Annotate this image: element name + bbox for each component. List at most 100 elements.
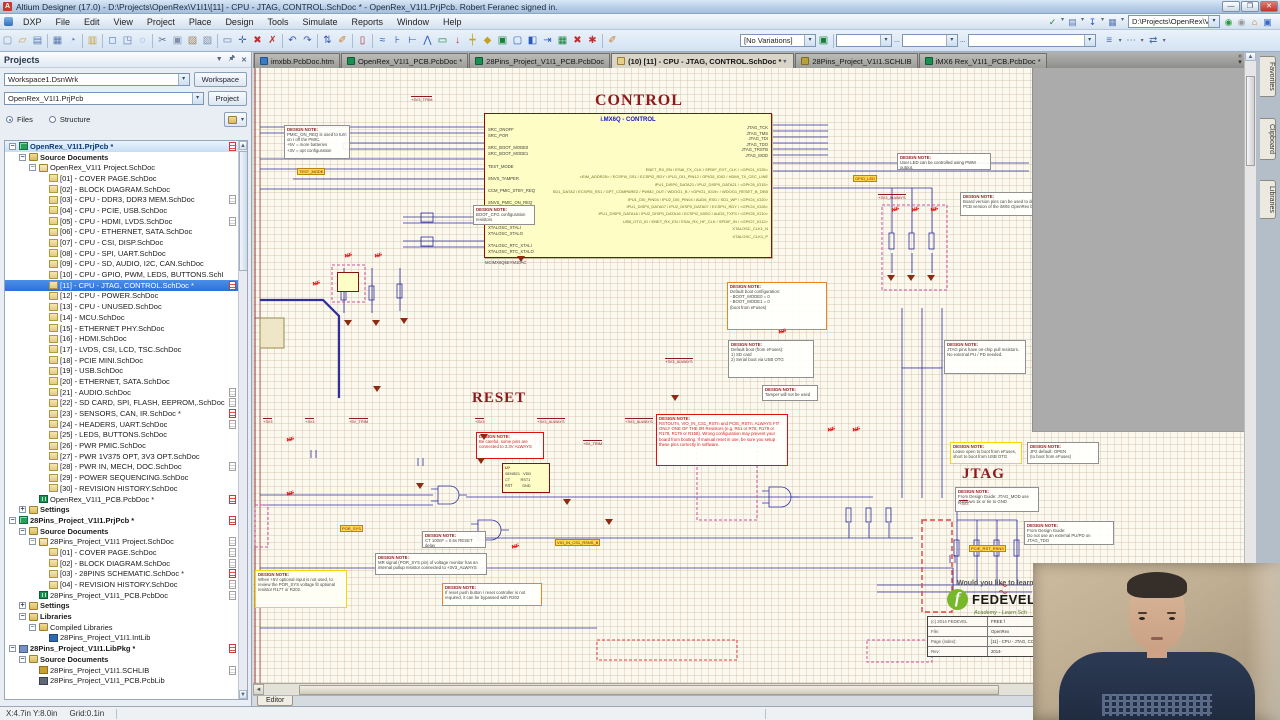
expand-icon[interactable]: + (19, 602, 26, 610)
dropdown-caret-icon[interactable]: ▾ (1120, 16, 1124, 23)
project-combo[interactable]: OpenRex_V1I1.PrjPcb▾ (4, 92, 204, 105)
imx6-control-component[interactable]: i.MX6Q - CONTROL SRC_ONOFF SRC_POR SRC_B… (484, 113, 772, 265)
tree-item[interactable]: [06] - CPU - ETHERNET, SATA.SchDoc (5, 227, 247, 238)
back-icon[interactable]: ◉ (1224, 16, 1233, 27)
tree-item[interactable]: [30] - REVISION HISTORY.SchDoc (5, 483, 247, 494)
workspace-combo[interactable]: Workspace1.DsnWrk▾ (4, 73, 190, 86)
file-operations-button[interactable]: ▾ (223, 112, 247, 127)
h-scroll-thumb[interactable] (299, 685, 999, 695)
offsheet-icon[interactable]: ⇥ (543, 35, 552, 46)
tree-item[interactable]: −Compiled Libraries (5, 622, 247, 633)
save-icon[interactable]: ▤ (32, 35, 43, 46)
tree-item[interactable]: [26] - PWR PMIC.SchDoc (5, 440, 247, 451)
document-tab[interactable]: (10) [11] - CPU - JTAG, CONTROL.SchDoc *… (611, 53, 795, 68)
small-component[interactable] (337, 272, 359, 292)
tree-item[interactable]: 28Pins_Project_V1I1.IntLib (5, 633, 247, 644)
tree-item[interactable]: [24] - HEADERS, UART.SchDoc (5, 419, 247, 430)
tree-item[interactable]: [23] - SENSORS, CAN, IR.SchDoc * (5, 408, 247, 419)
tree-item[interactable]: [02] - BLOCK DIAGRAM.SchDoc (5, 184, 247, 195)
dropdown-caret-icon[interactable]: ▾ (1060, 16, 1064, 23)
v-scroll-thumb[interactable] (1246, 76, 1255, 166)
dropdown-caret-icon[interactable]: ▾ (1162, 38, 1166, 44)
menu-item-edit[interactable]: Edit (84, 16, 100, 27)
grid-icon[interactable]: ▦ (1108, 16, 1117, 27)
tab-dropdown-icon[interactable]: ▾ (783, 58, 787, 65)
document-path-combo[interactable]: D:\Projects\OpenRex\V1I1\[11] - Cl▾ (1128, 15, 1220, 28)
side-tab-favorites[interactable]: Favorites (1260, 56, 1276, 97)
tree-item[interactable]: 28Pins_Project_V1I1_PCB.PcbDoc (5, 590, 247, 601)
tree-item[interactable]: [27] - PWR 1V375 OPT, 3V3 OPT.SchDoc (5, 451, 247, 462)
move-icon[interactable]: ✛ (238, 35, 247, 46)
zoom-window-icon[interactable]: ◻ (108, 35, 117, 46)
project-button[interactable]: Project (207, 91, 247, 106)
tree-item[interactable]: [25] - LEDS, BUTTONS.SchDoc (5, 430, 247, 441)
select-icon[interactable]: ▭ (222, 35, 233, 46)
tree-item[interactable]: [03] - 28PINS SCHEMATIC.SchDoc * (5, 569, 247, 580)
menu-item-project[interactable]: Project (146, 16, 175, 27)
panel-close-icon[interactable]: ✕ (241, 56, 247, 64)
part-icon[interactable]: ▭ (437, 35, 448, 46)
collapse-icon[interactable]: − (9, 516, 16, 524)
bus-entry-icon[interactable]: ⊢ (408, 35, 417, 46)
tree-item[interactable]: [04] - CPU - PCIE, USB.SchDoc (5, 205, 247, 216)
copy-icon[interactable]: ▣ (172, 35, 183, 46)
tree-item[interactable]: [29] - POWER SEQUENCING.SchDoc (5, 472, 247, 483)
sheet-entry-icon[interactable]: ▢ (512, 35, 523, 46)
sheet-symbol-icon[interactable]: ▣ (497, 35, 508, 46)
cut-icon[interactable]: ✂ (158, 35, 167, 46)
tree-item[interactable]: [10] - CPU - GPIO, PWM, LEDS, BUTTONS.Sc… (5, 269, 247, 280)
tree-item[interactable]: [07] - CPU - CSI, DISP.SchDoc (5, 237, 247, 248)
tree-item[interactable]: −Source Documents (5, 526, 247, 537)
scroll-down-icon[interactable]: ▼ (239, 690, 247, 699)
collapse-icon[interactable]: − (19, 527, 26, 535)
align-icon[interactable]: ≡ (1106, 35, 1113, 46)
tree-item[interactable]: −Source Documents (5, 152, 247, 163)
down-arrow-icon[interactable]: ↧ (1088, 16, 1097, 27)
tree-item[interactable]: [15] - ETHERNET PHY.SchDoc (5, 323, 247, 334)
side-tab-libraries[interactable]: Libraries (1260, 180, 1276, 219)
document-tab[interactable]: OpenRex_V1I1_PCB.PcbDoc * (340, 53, 469, 68)
net-label-icon[interactable]: ⋀ (423, 35, 432, 46)
new-icon[interactable]: ▢ (2, 35, 13, 46)
tree-item[interactable]: −Source Documents (5, 654, 247, 665)
panel-pin-icon[interactable]: 🖈 (228, 55, 236, 62)
preview-icon[interactable]: ◔ (69, 35, 76, 46)
tree-item[interactable]: −OpenRex_V1I1 Project.SchDoc (5, 162, 247, 173)
menu-item-design[interactable]: Design (225, 16, 254, 27)
tree-item[interactable]: [08] - CPU - SPI, UART.SchDoc (5, 248, 247, 259)
scroll-up-icon[interactable]: ▲ (239, 141, 247, 150)
tree-item[interactable]: +Settings (5, 601, 247, 612)
port-icon[interactable]: ◧ (527, 35, 538, 46)
bus-icon[interactable]: ⊦ (394, 35, 401, 46)
tree-item[interactable]: [16] - HDMI.SchDoc (5, 333, 247, 344)
collapse-icon[interactable]: − (9, 645, 16, 653)
tree-item[interactable]: [13] - CPU - UNUSED.SchDoc (5, 301, 247, 312)
menu-item-reports[interactable]: Reports (351, 16, 383, 27)
home-icon[interactable]: ⌂ (1251, 16, 1258, 27)
tree-item[interactable]: [17] - LVDS, CSI, LCD, TSC.SchDoc (5, 344, 247, 355)
tab-overflow-icon[interactable]: »▾ (1238, 53, 1242, 66)
menu-item-dxp[interactable]: DXP (23, 16, 42, 27)
distribute-icon[interactable]: ⋯ (1126, 35, 1137, 46)
menu-item-help[interactable]: Help (443, 16, 462, 27)
filter-icon[interactable]: ✗ (268, 35, 277, 46)
compile-mask-icon[interactable]: ✱ (588, 35, 597, 46)
collapse-icon[interactable]: − (29, 164, 36, 172)
document-tab[interactable]: imxbb.PcbDoc.htm (254, 53, 340, 68)
variant-image-button[interactable]: ▣ (818, 35, 829, 46)
maximize-button[interactable]: ❐ (1241, 1, 1259, 12)
panel-menu-icon[interactable]: ▼ (215, 56, 223, 63)
tree-item[interactable]: [22] - SD CARD, SPI, FLASH, EEPROM,.SchD… (5, 398, 247, 409)
undo-icon[interactable]: ↶ (288, 35, 297, 46)
tree-item[interactable]: +Settings (5, 504, 247, 515)
power-port-icon[interactable]: ↓ (455, 35, 460, 46)
files-radio[interactable] (6, 116, 13, 123)
variations-combo[interactable]: [No Variations]▾ (740, 34, 816, 47)
check-icon[interactable]: ✓ (1048, 16, 1057, 27)
tree-scrollbar[interactable]: ▲ ▼ (238, 141, 247, 699)
no-erc-icon[interactable]: ✖ (573, 35, 582, 46)
collapse-icon[interactable]: − (19, 655, 26, 663)
ic-icon[interactable]: ▦ (557, 35, 568, 46)
document-tab[interactable]: iMX6 Rex_V1I1_PCB.PcbDoc * (918, 53, 1047, 68)
collapse-icon[interactable]: − (29, 623, 36, 631)
